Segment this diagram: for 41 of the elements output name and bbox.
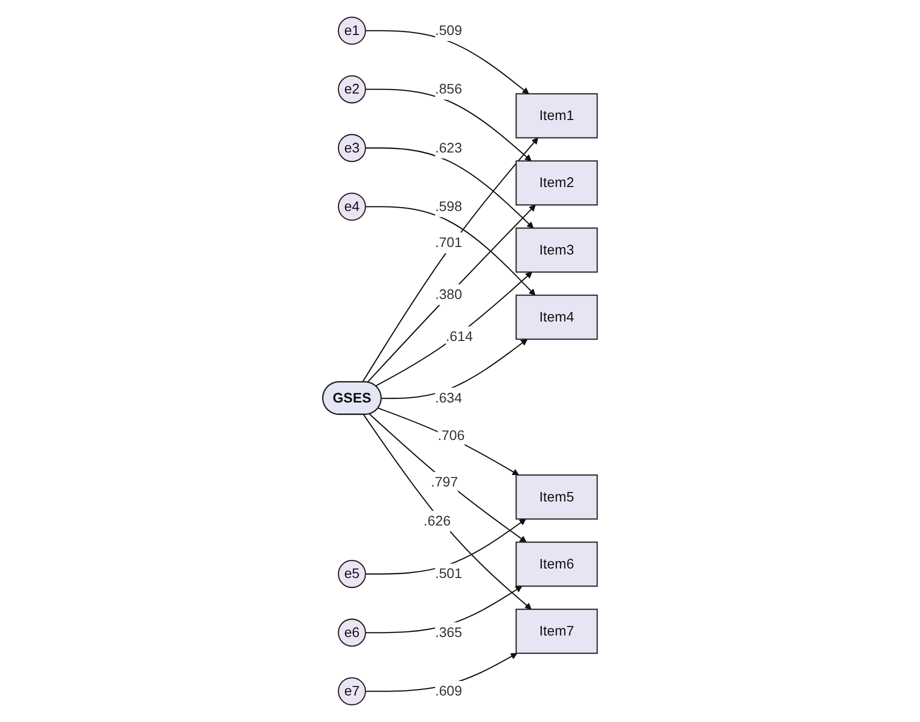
edge-label: .380 [435, 286, 462, 302]
edge-label: .614 [446, 328, 473, 344]
node-box: Item5 [516, 474, 598, 520]
arrow [378, 408, 520, 476]
edge-label: .701 [435, 234, 462, 250]
node-box: Item3 [516, 228, 598, 273]
arrow [365, 206, 536, 296]
edge-label: .797 [430, 474, 458, 490]
node-circle: e4 [338, 192, 366, 221]
edge-label: .623 [435, 140, 462, 156]
arrow [381, 338, 528, 400]
edge-label: .598 [435, 198, 462, 214]
arrow [365, 147, 534, 228]
node-circle: e6 [338, 618, 366, 647]
node-box: Item6 [516, 542, 598, 587]
arrow [365, 30, 530, 94]
arrow [365, 586, 522, 634]
edge-label: .626 [424, 513, 451, 528]
arrow [369, 414, 527, 542]
node-circle: e5 [338, 560, 366, 588]
edge-label: .856 [435, 81, 462, 97]
edge-label: .509 [435, 22, 462, 38]
node-box: Item2 [516, 160, 598, 206]
edge-label: .365 [435, 624, 462, 640]
node-circle: e1 [338, 16, 366, 45]
edge-label: .706 [438, 428, 465, 444]
node-circle: e2 [338, 75, 366, 104]
arrow [365, 88, 532, 162]
arrow [363, 414, 532, 610]
node-box: Item1 [516, 93, 598, 138]
arrow [365, 518, 526, 575]
edge-label: .609 [435, 683, 462, 699]
edge-label: .634 [435, 390, 462, 406]
edge-label: .501 [435, 566, 462, 582]
node-circle: e7 [338, 677, 366, 706]
arrow [362, 137, 538, 383]
arrow [375, 272, 532, 386]
node-box: Item4 [516, 294, 598, 340]
arrow [366, 204, 536, 383]
node-circle: e3 [338, 134, 366, 162]
node-box: Item7 [516, 608, 598, 654]
